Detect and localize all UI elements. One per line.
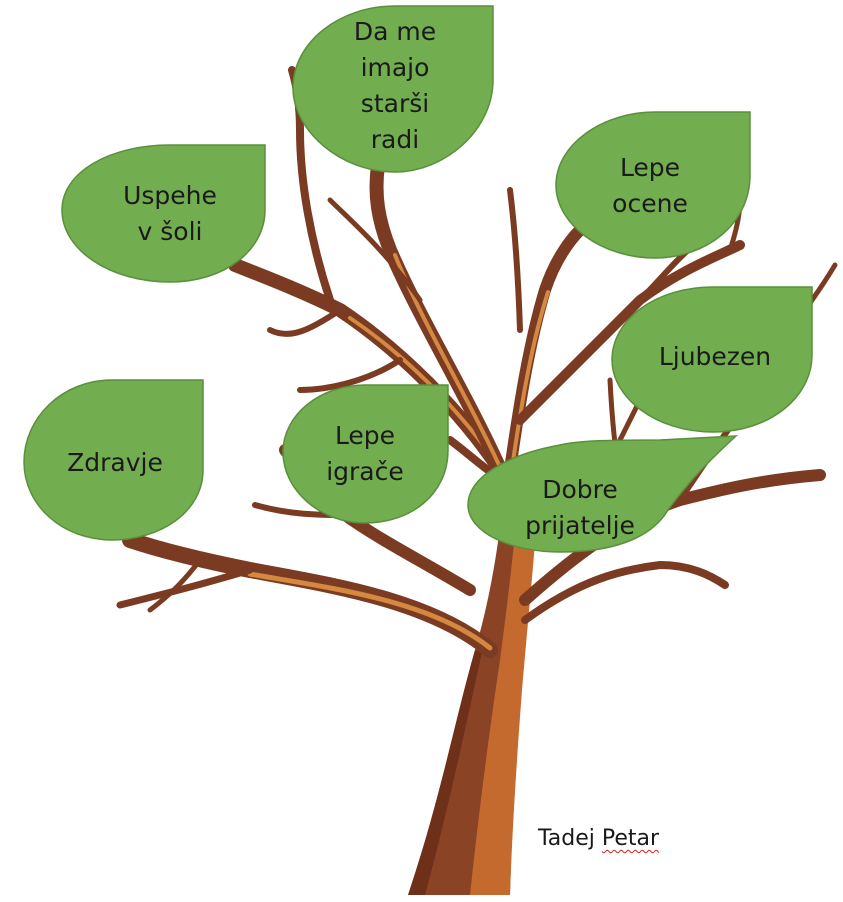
leaf-dobre-prijatelje	[467, 435, 739, 553]
author-first-name: Tadej	[538, 826, 595, 851]
leaf-lepe-igrace	[282, 384, 449, 524]
leaf-lepe-ocene	[555, 111, 751, 259]
author-name: Tadej Petar	[538, 826, 659, 851]
leaf-da-me-imajo	[292, 5, 494, 173]
leaf-ljubezen	[611, 286, 813, 433]
tree-trunk	[408, 480, 540, 895]
leaves	[23, 5, 813, 553]
leaf-uspehe	[61, 144, 266, 283]
author-last-name: Petar	[601, 826, 660, 851]
leaf-zdravje	[23, 379, 204, 541]
